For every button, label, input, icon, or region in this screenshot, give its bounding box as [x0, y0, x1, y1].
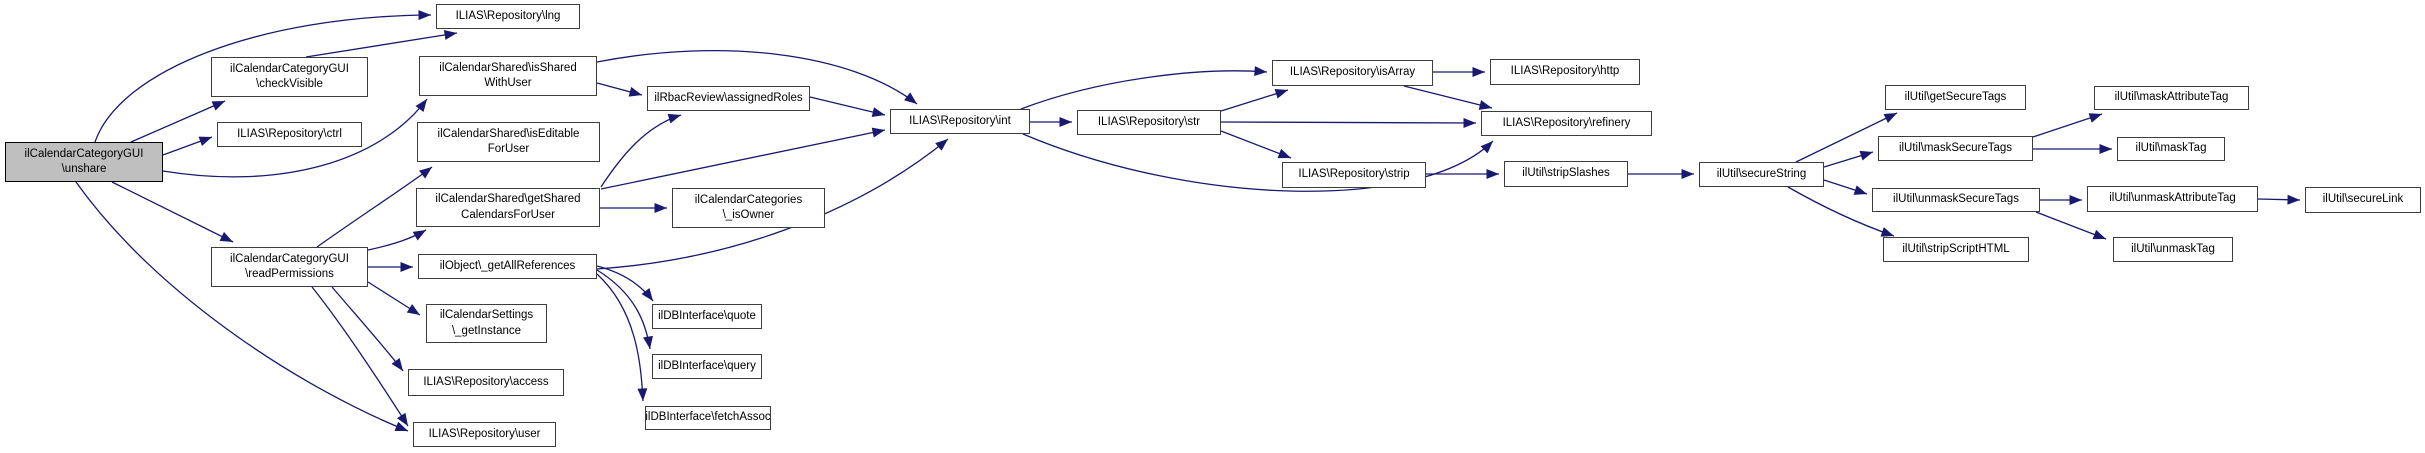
graph-node-secureLink[interactable]: ilUtil\secureLink — [2305, 187, 2421, 213]
graph-node-getSecureTags[interactable]: ilUtil\getSecureTags — [1885, 85, 2026, 110]
edge-secureString-to-maskSecureTags — [1823, 150, 1874, 168]
edge-unmaskSecureTags-to-unmaskTag — [2035, 211, 2107, 240]
graph-node-isEditableForUser[interactable]: ilCalendarShared\isEditable ForUser — [417, 122, 600, 162]
edge-readPermissions-to-getInstance — [367, 281, 421, 316]
graph-node-getAllReferences[interactable]: ilObject\_getAllReferences — [418, 254, 597, 279]
edge-secureString-to-getSecureTags — [1795, 112, 1898, 163]
graph-node-isOwner[interactable]: ilCalendarCategories \_isOwner — [672, 188, 825, 228]
graph-node-assignedRoles[interactable]: ilRbacReview\assignedRoles — [647, 86, 810, 111]
graph-node-unmaskTag[interactable]: ilUtil\unmaskTag — [2113, 237, 2233, 262]
graph-node-getSharedCalendarsForUser[interactable]: ilCalendarShared\getShared CalendarsForU… — [416, 188, 600, 227]
edge-unshare-to-ctrl — [162, 136, 213, 156]
graph-node-fetchAssoc[interactable]: ilDBInterface\fetchAssoc — [645, 406, 771, 430]
edge-unmaskAttributeTag-to-secureLink — [2257, 194, 2301, 205]
edge-getAllReferences-to-fetchAssoc — [596, 273, 648, 402]
edge-readPermissions-to-isEditableForUser — [316, 166, 433, 248]
edge-checkVisible-to-lng — [305, 30, 458, 58]
graph-node-stripSlashes[interactable]: ilUtil\stripSlashes — [1504, 161, 1628, 187]
graph-node-unmaskSecureTags[interactable]: ilUtil\unmaskSecureTags — [1872, 188, 2040, 212]
edge-isArray-to-refinery — [1403, 85, 1493, 110]
graph-node-ctrl[interactable]: ILIAS\Repository\ctrl — [217, 122, 362, 147]
graph-node-getInstance[interactable]: ilCalendarSettings \_getInstance — [426, 304, 547, 343]
graph-node-refinery[interactable]: ILIAS\Repository\refinery — [1481, 111, 1652, 136]
edge-secureString-to-unmaskSecureTags — [1823, 179, 1868, 195]
graph-node-readPermissions[interactable]: ilCalendarCategoryGUI \readPermissions — [211, 247, 368, 287]
edge-isSharedWithUser-to-int — [596, 49, 918, 105]
edge-str-to-refinery — [1220, 117, 1477, 128]
graph-node-secureString[interactable]: ilUtil\secureString — [1699, 162, 1824, 187]
graph-node-query[interactable]: ilDBInterface\query — [652, 354, 762, 379]
edge-getAllReferences-to-quote — [596, 265, 654, 302]
edge-unshare-to-readPermissions — [111, 181, 234, 243]
graph-node-unshare: ilCalendarCategoryGUI \unshare — [5, 142, 163, 182]
graph-node-quote[interactable]: ilDBInterface\quote — [652, 304, 762, 329]
graph-node-lng[interactable]: ILIAS\Repository\lng — [436, 4, 580, 29]
edge-secureString-to-stripScriptHTML — [1787, 186, 1895, 237]
graph-node-unmaskAttributeTag[interactable]: ilUtil\unmaskAttributeTag — [2087, 186, 2258, 212]
edge-unshare-to-lng — [94, 10, 432, 143]
graph-node-maskTag[interactable]: ilUtil\maskTag — [2117, 137, 2225, 161]
graph-node-str[interactable]: ILIAS\Repository\str — [1077, 110, 1221, 135]
graph-node-isSharedWithUser[interactable]: ilCalendarShared\isShared WithUser — [419, 56, 597, 96]
graph-node-checkVisible[interactable]: ilCalendarCategoryGUI \checkVisible — [211, 57, 368, 97]
graph-node-http[interactable]: ILIAS\Repository\http — [1490, 59, 1640, 85]
edge-getAllReferences-to-query — [596, 269, 653, 350]
graph-node-stripScriptHTML[interactable]: ilUtil\stripScriptHTML — [1883, 237, 2029, 262]
graph-node-isArray[interactable]: ILIAS\Repository\isArray — [1272, 60, 1433, 86]
edge-int-to-isArray — [1020, 66, 1268, 110]
graph-node-access[interactable]: ILIAS\Repository\access — [408, 369, 564, 396]
edge-unshare-to-checkVisible — [130, 100, 226, 143]
graph-node-maskSecureTags[interactable]: ilUtil\maskSecureTags — [1878, 136, 2033, 161]
edge-unshare-to-user — [75, 181, 409, 432]
edge-getSharedCalendarsForUser-to-assignedRoles — [600, 113, 682, 188]
edge-readPermissions-to-user — [311, 286, 409, 427]
graph-node-user[interactable]: ILIAS\Repository\user — [413, 422, 556, 447]
edge-isSharedWithUser-to-assignedRoles — [596, 82, 643, 97]
edge-maskSecureTags-to-maskAttributeTag — [2032, 113, 2103, 138]
graph-node-int[interactable]: ILIAS\Repository\int — [890, 109, 1030, 134]
graph-node-strip[interactable]: ILIAS\Repository\strip — [1282, 162, 1426, 188]
edge-str-to-strip — [1220, 130, 1292, 159]
edge-readPermissions-to-access — [331, 286, 404, 372]
edge-readPermissions-to-getSharedCalendarsForUser — [367, 229, 427, 251]
edge-int-to-refinery — [1022, 133, 1494, 192]
edge-getSharedCalendarsForUser-to-int — [600, 127, 886, 190]
graph-node-maskAttributeTag[interactable]: ilUtil\maskAttributeTag — [2094, 86, 2249, 110]
edge-unshare-to-isSharedWithUser — [162, 98, 428, 178]
edge-assignedRoles-to-int — [809, 96, 886, 117]
edge-str-to-isArray — [1220, 88, 1289, 112]
